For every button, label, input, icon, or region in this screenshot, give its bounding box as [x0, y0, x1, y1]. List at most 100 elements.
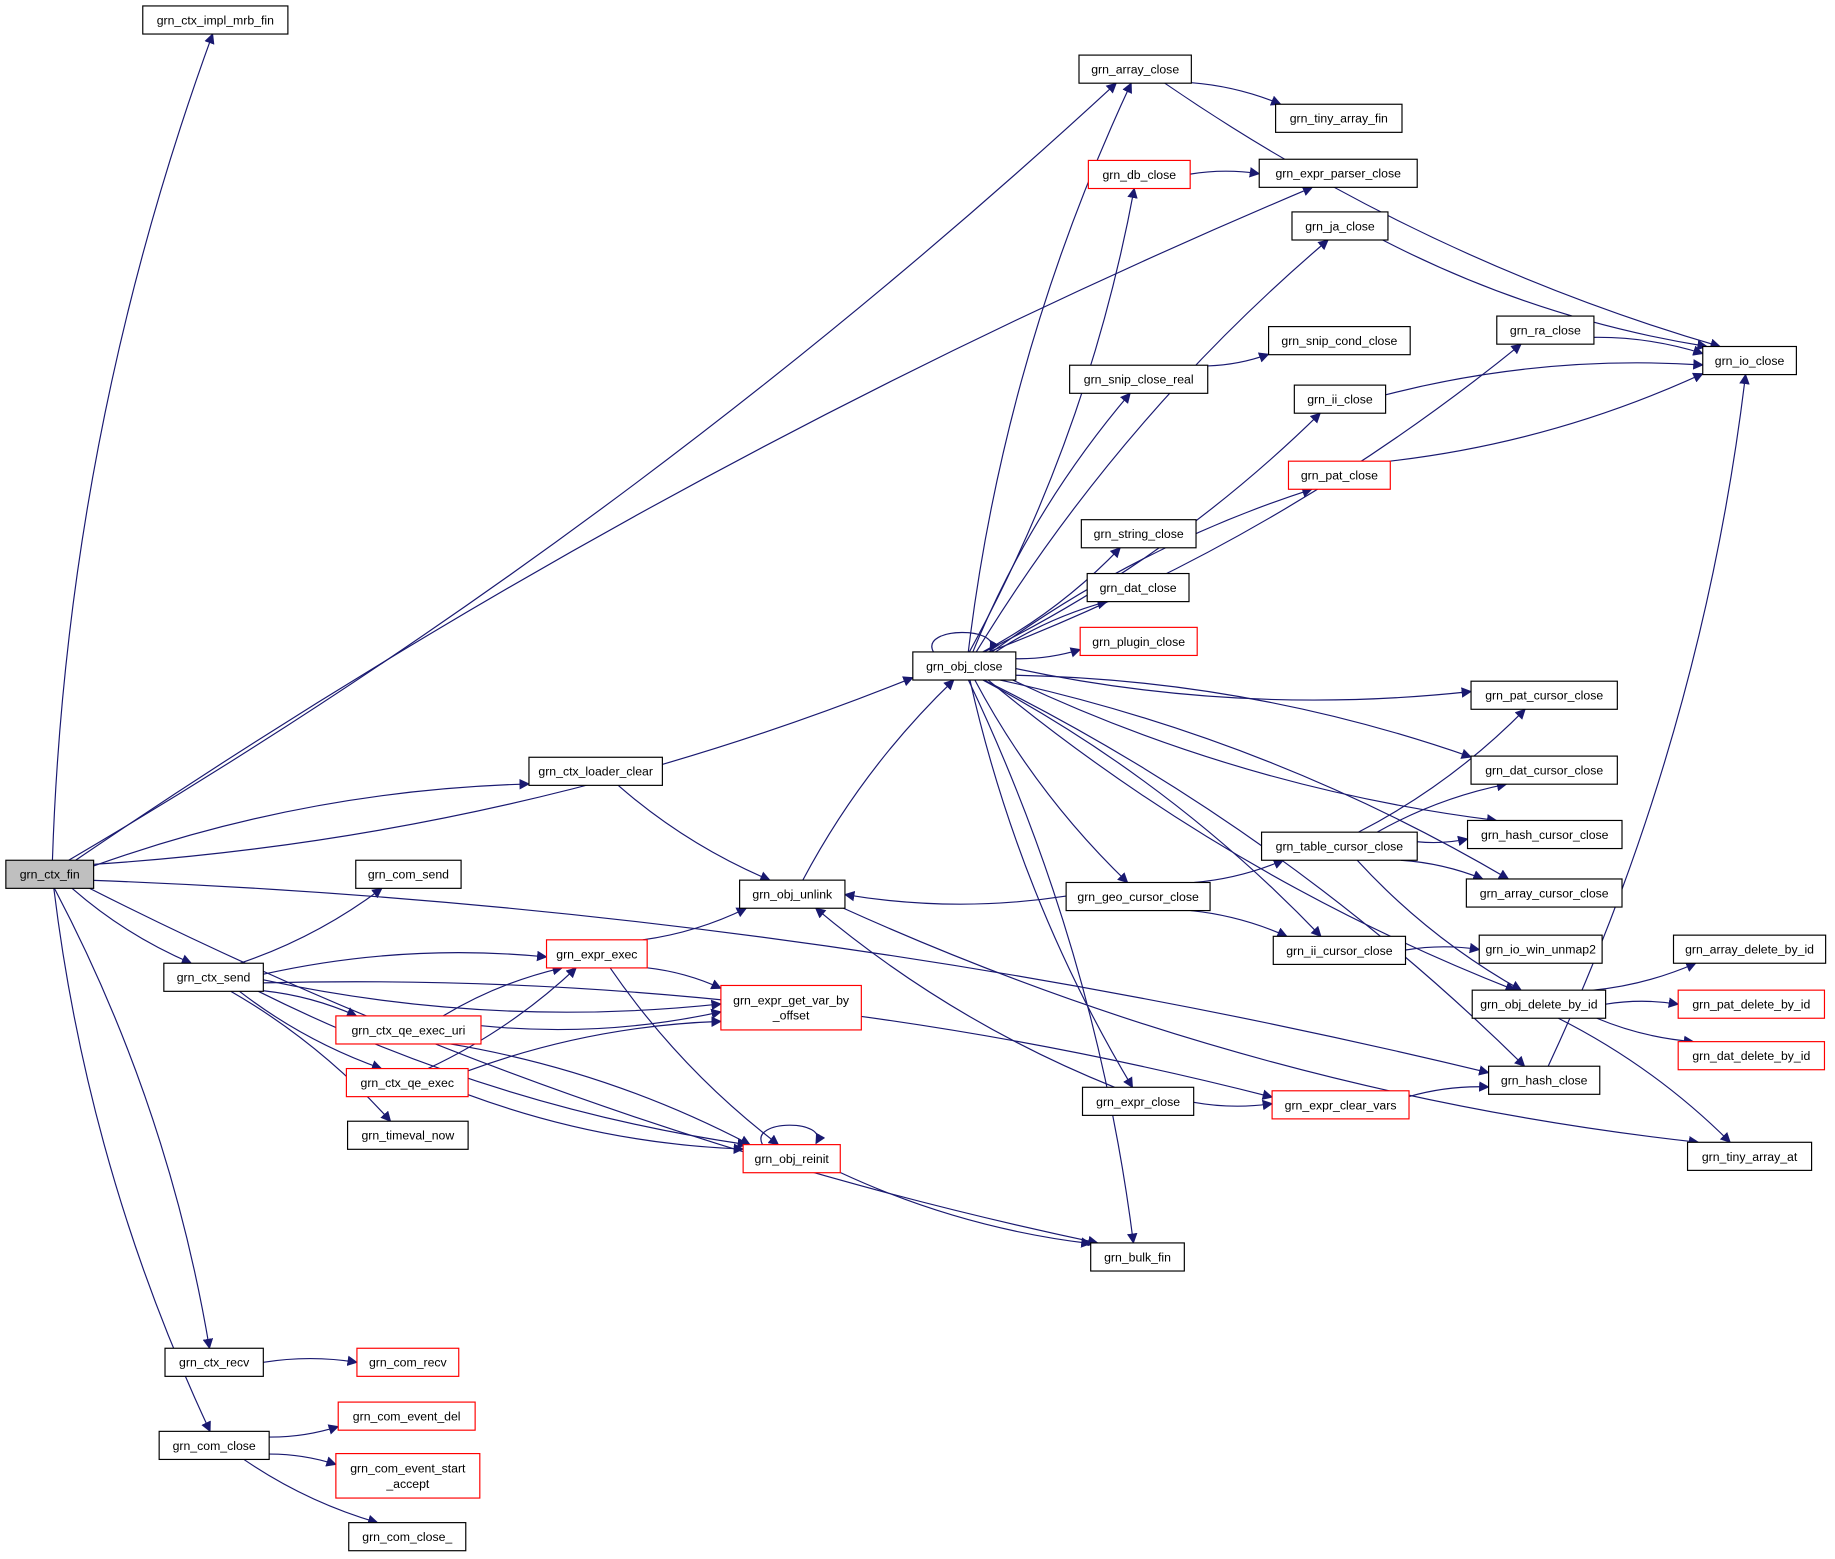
- node-box: [1065, 881, 1211, 912]
- node-label: grn_plugin_close: [1092, 635, 1185, 649]
- node-label: grn_com_close_: [362, 1530, 452, 1544]
- node-pat-close[interactable]: grn_pat_close: [1287, 460, 1391, 490]
- edge-ctx_send-to-ctx_qe_exec_uri: [263, 990, 358, 1017]
- node-box: [348, 1522, 467, 1552]
- node-array-cursor-close[interactable]: grn_array_cursor_close: [1465, 878, 1623, 908]
- edge-ctx_send-to-obj_reinit: [258, 990, 749, 1149]
- node-expr-get-var-by-offset[interactable]: grn_expr_get_var_by_offset: [720, 984, 862, 1031]
- node-dat-cursor-close[interactable]: grn_dat_cursor_close: [1470, 755, 1618, 785]
- node-ii-close[interactable]: grn_ii_close: [1293, 384, 1387, 414]
- node-label: grn_timeval_now: [361, 1129, 454, 1143]
- node-ja-close[interactable]: grn_ja_close: [1291, 211, 1389, 241]
- edge-obj_close-to-bulk_fin: [967, 679, 1138, 1244]
- node-hash-close[interactable]: grn_hash_close: [1488, 1065, 1601, 1095]
- node-dat-delete-by-id[interactable]: grn_dat_delete_by_id: [1677, 1041, 1826, 1071]
- edge-ctx_fin-to-array_close: [68, 82, 1117, 861]
- node-pat-cursor-close[interactable]: grn_pat_cursor_close: [1470, 680, 1618, 710]
- node-ra-close[interactable]: grn_ra_close: [1496, 315, 1595, 345]
- node-label: grn_hash_cursor_close: [1481, 828, 1609, 842]
- node-ctx-fin[interactable]: grn_ctx_fin: [5, 859, 95, 889]
- edge-ctx_fin-to-impl_mrb_fin: [51, 33, 215, 861]
- node-label: grn_hash_close: [1501, 1074, 1588, 1088]
- node-box: [1069, 364, 1209, 394]
- node-box: [1086, 572, 1190, 603]
- node-label: grn_io_close: [1715, 354, 1785, 368]
- node-label: grn_ctx_qe_exec_uri: [351, 1023, 465, 1037]
- node-tiny-array-fin[interactable]: grn_tiny_array_fin: [1275, 103, 1403, 133]
- node-label: grn_ra_close: [1510, 324, 1581, 338]
- node-box: [1672, 934, 1827, 964]
- edge-obj_reinit-to-obj_reinit: [760, 1124, 826, 1145]
- node-snip-cond-close[interactable]: grn_snip_cond_close: [1267, 326, 1411, 356]
- node-snip-close-real[interactable]: grn_snip_close_real: [1069, 364, 1209, 394]
- node-obj-unlink[interactable]: grn_obj_unlink: [739, 879, 846, 909]
- node-expr-close[interactable]: grn_expr_close: [1081, 1086, 1195, 1116]
- edge-ctx_send-to-expr_get_var_by_offset: [263, 979, 722, 1013]
- node-box: [1478, 934, 1603, 964]
- node-dat-close[interactable]: grn_dat_close: [1086, 572, 1190, 603]
- node-label: grn_db_close: [1102, 168, 1176, 182]
- node-label: grn_ctx_impl_mrb_fin: [157, 13, 274, 27]
- node-label: grn_ctx_loader_clear: [538, 765, 653, 779]
- node-io-close[interactable]: grn_io_close: [1702, 345, 1797, 376]
- node-ii-cursor-close[interactable]: grn_ii_cursor_close: [1272, 935, 1407, 965]
- edge-array_close-to-tiny_array_fin: [1191, 82, 1282, 106]
- node-io-win-unmap2[interactable]: grn_io_win_unmap2: [1478, 934, 1603, 964]
- node-array-close[interactable]: grn_array_close: [1078, 54, 1192, 84]
- node-obj-close[interactable]: grn_obj_close: [912, 651, 1017, 681]
- node-ctx-send[interactable]: grn_ctx_send: [163, 962, 264, 992]
- node-box: [1496, 315, 1595, 345]
- edge-ctx_qe_exec-to-expr_exec: [427, 967, 577, 1070]
- node-string-close[interactable]: grn_string_close: [1080, 519, 1197, 549]
- node-impl-mrb-fin[interactable]: grn_ctx_impl_mrb_fin: [142, 5, 289, 35]
- node-label: grn_table_cursor_close: [1276, 840, 1404, 854]
- node-obj-reinit[interactable]: grn_obj_reinit: [742, 1144, 841, 1174]
- node-com-close-[interactable]: grn_com_close_: [348, 1522, 467, 1552]
- node-tiny-array-at[interactable]: grn_tiny_array_at: [1686, 1141, 1813, 1171]
- node-table-cursor-close[interactable]: grn_table_cursor_close: [1260, 831, 1418, 861]
- node-com-recv[interactable]: grn_com_recv: [356, 1347, 460, 1377]
- node-label: grn_dat_delete_by_id: [1692, 1049, 1810, 1063]
- node-box: [1293, 384, 1387, 414]
- node-array-delete-by-id[interactable]: grn_array_delete_by_id: [1672, 934, 1827, 964]
- node-ctx-qe-exec-uri[interactable]: grn_ctx_qe_exec_uri: [335, 1015, 482, 1045]
- node-com-event-start-accept[interactable]: grn_com_event_start_accept: [335, 1452, 481, 1499]
- node-label: grn_obj_reinit: [755, 1152, 830, 1166]
- node-box: [1260, 831, 1418, 861]
- node-db-close[interactable]: grn_db_close: [1087, 159, 1191, 190]
- node-timeval-now[interactable]: grn_timeval_now: [346, 1120, 469, 1150]
- node-box: [1465, 878, 1623, 908]
- node-hash-cursor-close[interactable]: grn_hash_cursor_close: [1466, 819, 1623, 850]
- edge-hash_close-to-io_close: [1547, 373, 1750, 1067]
- node-ctx-qe-exec[interactable]: grn_ctx_qe_exec: [345, 1067, 469, 1098]
- node-label: grn_array_delete_by_id: [1685, 943, 1814, 957]
- node-geo-cursor-close[interactable]: grn_geo_cursor_close: [1065, 881, 1211, 912]
- edge-expr_exec-to-expr_get_var_by_offset: [647, 967, 722, 990]
- edge-ctx_fin-to-obj_close: [93, 676, 914, 865]
- edge-snip_close_real-to-snip_cond_close: [1207, 352, 1270, 367]
- node-expr-clear-vars[interactable]: grn_expr_clear_vars: [1271, 1090, 1410, 1120]
- node-box: [1258, 158, 1418, 188]
- node-expr-parser-close[interactable]: grn_expr_parser_close: [1258, 158, 1418, 188]
- node-expr-exec[interactable]: grn_expr_exec: [545, 939, 648, 969]
- edge-ctx_fin-to-hash_close: [93, 879, 1490, 1076]
- edge-obj_close-to-string_close: [982, 547, 1121, 653]
- edge-obj_close-to-obj_close: [931, 631, 1000, 653]
- edge-ctx_recv-to-com_recv: [263, 1355, 358, 1367]
- node-obj-delete-by-id[interactable]: grn_obj_delete_by_id: [1471, 989, 1607, 1019]
- edge-ja_close-to-io_close: [1382, 239, 1708, 351]
- node-com-send[interactable]: grn_com_send: [355, 859, 462, 889]
- node-com-close[interactable]: grn_com_close: [158, 1430, 270, 1461]
- node-pat-delete-by-id[interactable]: grn_pat_delete_by_id: [1677, 989, 1826, 1019]
- edge-obj_close-to-pat_cursor_close: [1015, 667, 1473, 701]
- node-bulk-fin[interactable]: grn_bulk_fin: [1090, 1242, 1185, 1272]
- node-com-event-del[interactable]: grn_com_event_del: [337, 1401, 476, 1431]
- node-box: [142, 5, 289, 35]
- node-plugin-close[interactable]: grn_plugin_close: [1079, 626, 1198, 657]
- edge-ctx_fin-to-ctx_send: [71, 887, 193, 965]
- edge-obj_close-to-hash_close: [983, 679, 1526, 1067]
- node-box: [1470, 755, 1618, 785]
- node-box: [1291, 211, 1389, 241]
- node-ctx-recv[interactable]: grn_ctx_recv: [164, 1347, 264, 1377]
- node-ctx-loader-clear[interactable]: grn_ctx_loader_clear: [528, 756, 663, 786]
